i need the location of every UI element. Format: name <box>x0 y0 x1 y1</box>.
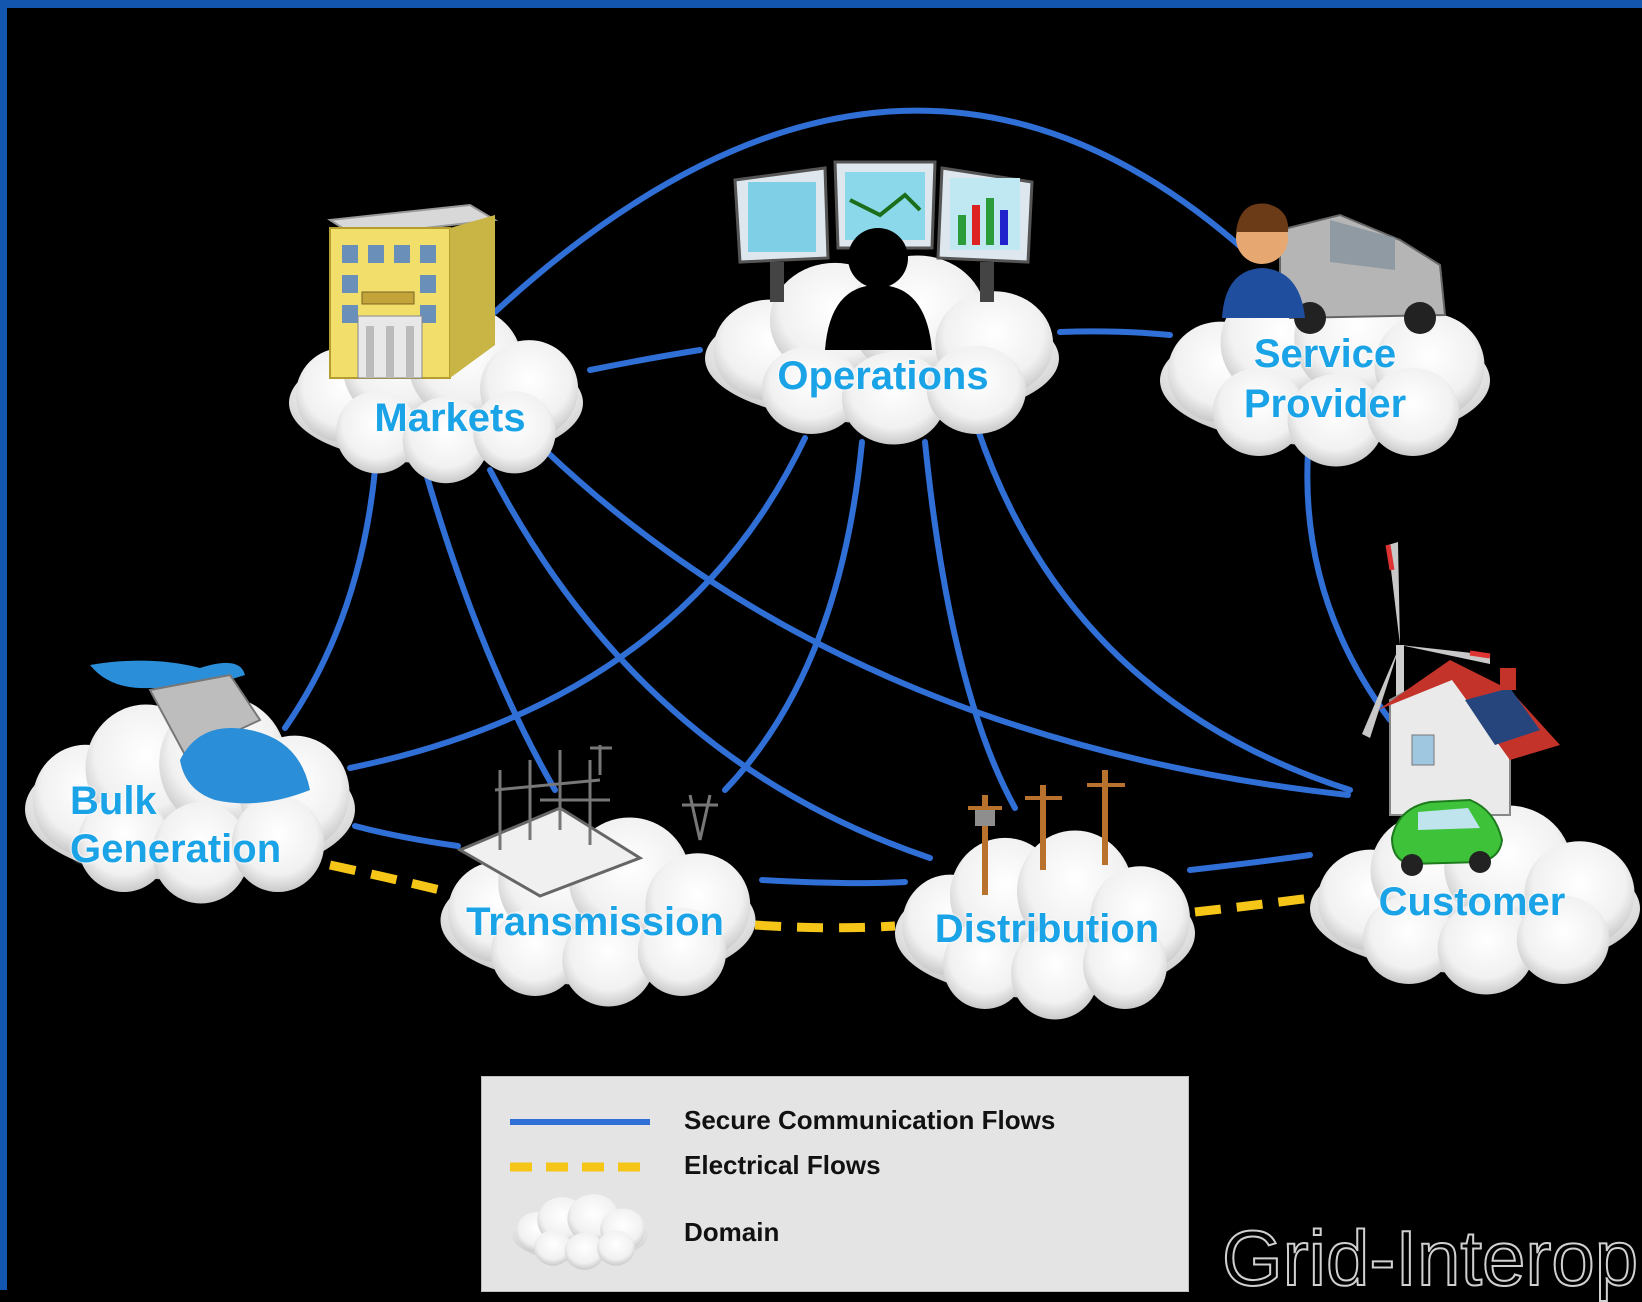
flow-operations-bulk-generation <box>347 435 808 771</box>
grid-interop-watermark: Grid-Interop <box>1221 1214 1639 1302</box>
domain-label-bulk: Bulk <box>70 779 157 823</box>
electrical-flows <box>329 860 1311 933</box>
domain-label-transmission: Transmission <box>466 900 724 944</box>
domain-label-provider: Provider <box>1243 382 1407 426</box>
communication-flows <box>282 107 1393 887</box>
domain-label-service: Service <box>1253 332 1397 376</box>
legend: Secure Communication Flows Electrical Fl… <box>481 1076 1189 1292</box>
flow-operations-distribution <box>922 439 1018 811</box>
substation-icon <box>456 745 718 898</box>
utility-poles-icon <box>968 770 1125 895</box>
legend-electrical-label: Electrical Flows <box>684 1150 881 1180</box>
flow-bulk-generation-transmission <box>352 823 461 849</box>
flow-markets-customer <box>542 447 1351 798</box>
flow-markets-operations <box>587 347 703 373</box>
flow-operations-service-provider <box>1057 328 1173 338</box>
market-building-icon <box>327 203 499 379</box>
electrical-bulk-to-transmission <box>329 860 442 895</box>
electrical-distribution-to-customer <box>1194 893 1311 917</box>
flow-markets-service-provider <box>492 107 1253 315</box>
flow-service-provider-customer <box>1304 449 1393 723</box>
domain-label-generation: Generation <box>70 827 282 871</box>
domain-label-markets: Markets <box>374 396 526 440</box>
flow-operations-transmission <box>722 439 865 793</box>
domain-label-operations: Operations <box>777 354 989 398</box>
flow-transmission-distribution <box>759 877 908 887</box>
frame-top-border <box>0 0 1642 8</box>
house-icon <box>1378 660 1560 816</box>
domain-label-customer: Customer <box>1378 880 1566 924</box>
flow-markets-distribution <box>487 467 933 861</box>
legend-domain-label: Domain <box>684 1217 780 1247</box>
flow-markets-bulk-generation <box>282 467 378 731</box>
flow-distribution-customer <box>1187 852 1313 873</box>
operations-monitors-icon <box>733 160 1034 350</box>
electrical-transmission-to-distribution <box>754 920 896 933</box>
legend-swatches <box>510 1119 650 1270</box>
frame-left-border <box>0 0 7 1290</box>
electric-car-icon <box>1390 798 1504 876</box>
flow-markets-transmission <box>422 467 558 793</box>
legend-domain-swatch <box>512 1194 648 1270</box>
flow-operations-customer <box>975 427 1353 793</box>
legend-communication-label: Secure Communication Flows <box>684 1105 1056 1135</box>
dam-icon <box>90 660 310 804</box>
service-truck-icon <box>1222 203 1447 334</box>
domain-label-distribution: Distribution <box>934 907 1160 951</box>
